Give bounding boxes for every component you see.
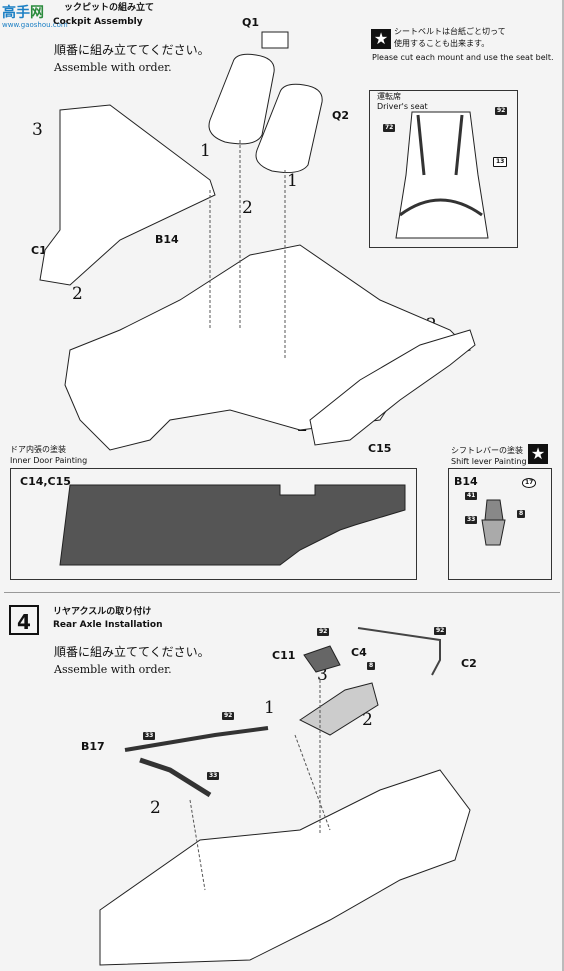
step4-order-en: Assemble with order. xyxy=(54,663,172,676)
step3-order-en: Assemble with order. xyxy=(54,61,172,74)
paint-badge-92: 92 xyxy=(434,627,447,635)
part-label-c11: C11 xyxy=(272,649,296,662)
page-edge xyxy=(562,0,564,971)
seatbelt-note-en: Please cut each mount and use the seat b… xyxy=(372,53,554,62)
part-label-c2: C2 xyxy=(461,657,477,670)
paint-badge-17: 17 xyxy=(522,478,537,488)
paint-badge-41: 41 xyxy=(465,492,478,500)
step3-header-jp: ックピットの組み立て xyxy=(64,3,155,13)
part-c11 xyxy=(303,645,341,673)
seatbelt-note-jp: シートベルトは台紙ごと切って xyxy=(394,27,506,36)
caution-star-icon: ★ xyxy=(371,29,391,49)
part-label-c4: C4 xyxy=(351,646,367,659)
axle-shaft xyxy=(124,726,269,752)
paint-badge-13: 13 xyxy=(493,157,508,167)
step4-header-jp: リヤアクスルの取り付け xyxy=(53,607,152,617)
paint-badge-92: 92 xyxy=(317,628,330,636)
part-label-q1: Q1 xyxy=(242,16,260,29)
panel-c15 xyxy=(309,329,476,446)
step-number-2b: 2 xyxy=(72,284,83,304)
paint-badge-72: 72 xyxy=(383,124,396,132)
axle-beam xyxy=(139,757,212,798)
shift-lever-box xyxy=(448,468,552,580)
inner-door-title: C14,C15 xyxy=(20,475,71,488)
step3-header-en: Cockpit Assembly xyxy=(53,17,143,27)
rear-chassis xyxy=(99,769,471,966)
paint-badge-33: 33 xyxy=(207,772,220,780)
inner-door-en: Inner Door Painting xyxy=(10,456,88,465)
watermark-logo: 高手网 xyxy=(2,5,44,21)
paint-badge-8: 8 xyxy=(517,510,526,518)
part-label-q2: Q2 xyxy=(332,109,350,122)
differential-c4 xyxy=(299,682,379,736)
inner-door-panel xyxy=(59,484,406,566)
part-label-c15: C15 xyxy=(368,442,392,455)
step4-number-1: 1 xyxy=(264,698,275,718)
section-divider xyxy=(4,592,560,593)
paint-badge-92: 92 xyxy=(495,107,508,115)
step4-number-3: 3 xyxy=(317,665,328,685)
inner-door-jp: ドア内張の塗装 xyxy=(10,445,66,454)
step4-order-jp: 順番に組み立ててください。 xyxy=(54,645,210,659)
step4-number: 4 xyxy=(9,605,39,635)
panel-c14 xyxy=(39,104,216,286)
headrest-q1 xyxy=(261,31,289,49)
step4-header-en: Rear Axle Installation xyxy=(53,620,163,630)
seatbelt-note-jp2: 使用することも出来ます。 xyxy=(394,39,490,48)
paint-badge-8: 8 xyxy=(367,662,376,670)
seat-right xyxy=(255,83,323,173)
step-number-1a: 1 xyxy=(200,141,211,161)
paint-badge-92: 92 xyxy=(222,712,235,720)
driver-seat-jp: 運転席 xyxy=(377,92,401,101)
step3-order-jp: 順番に組み立ててください。 xyxy=(54,43,210,57)
shift-lever-jp: シフトレバーの塗装 xyxy=(451,446,523,455)
shift-lever-en: Shift lever Painting xyxy=(451,457,527,466)
paint-badge-33: 33 xyxy=(143,732,156,740)
stabilizer-c2 xyxy=(357,627,441,676)
caution-star-icon: ★ xyxy=(528,444,548,464)
inner-door-box xyxy=(10,468,417,580)
step4-number-2a: 2 xyxy=(362,710,373,730)
driver-seat-en: Driver's seat xyxy=(377,102,428,111)
step4-number-2b: 2 xyxy=(150,798,161,818)
driver-seat-box xyxy=(369,90,518,248)
step-number-3: 3 xyxy=(32,120,43,140)
step-number-2a: 2 xyxy=(242,198,253,218)
part-label-b14: B14 xyxy=(155,233,179,246)
watermark-url: www.gaoshou.com xyxy=(2,21,68,29)
part-label-b17: B17 xyxy=(81,740,105,753)
paint-badge-33: 33 xyxy=(465,516,478,524)
chassis-tub xyxy=(64,244,471,451)
driver-seat-outline xyxy=(395,111,489,239)
step-number-1b: 1 xyxy=(287,171,298,191)
shift-lever-title: B14 xyxy=(454,475,478,488)
seat-left xyxy=(208,53,275,145)
part-label-c14: C14 xyxy=(31,244,55,257)
